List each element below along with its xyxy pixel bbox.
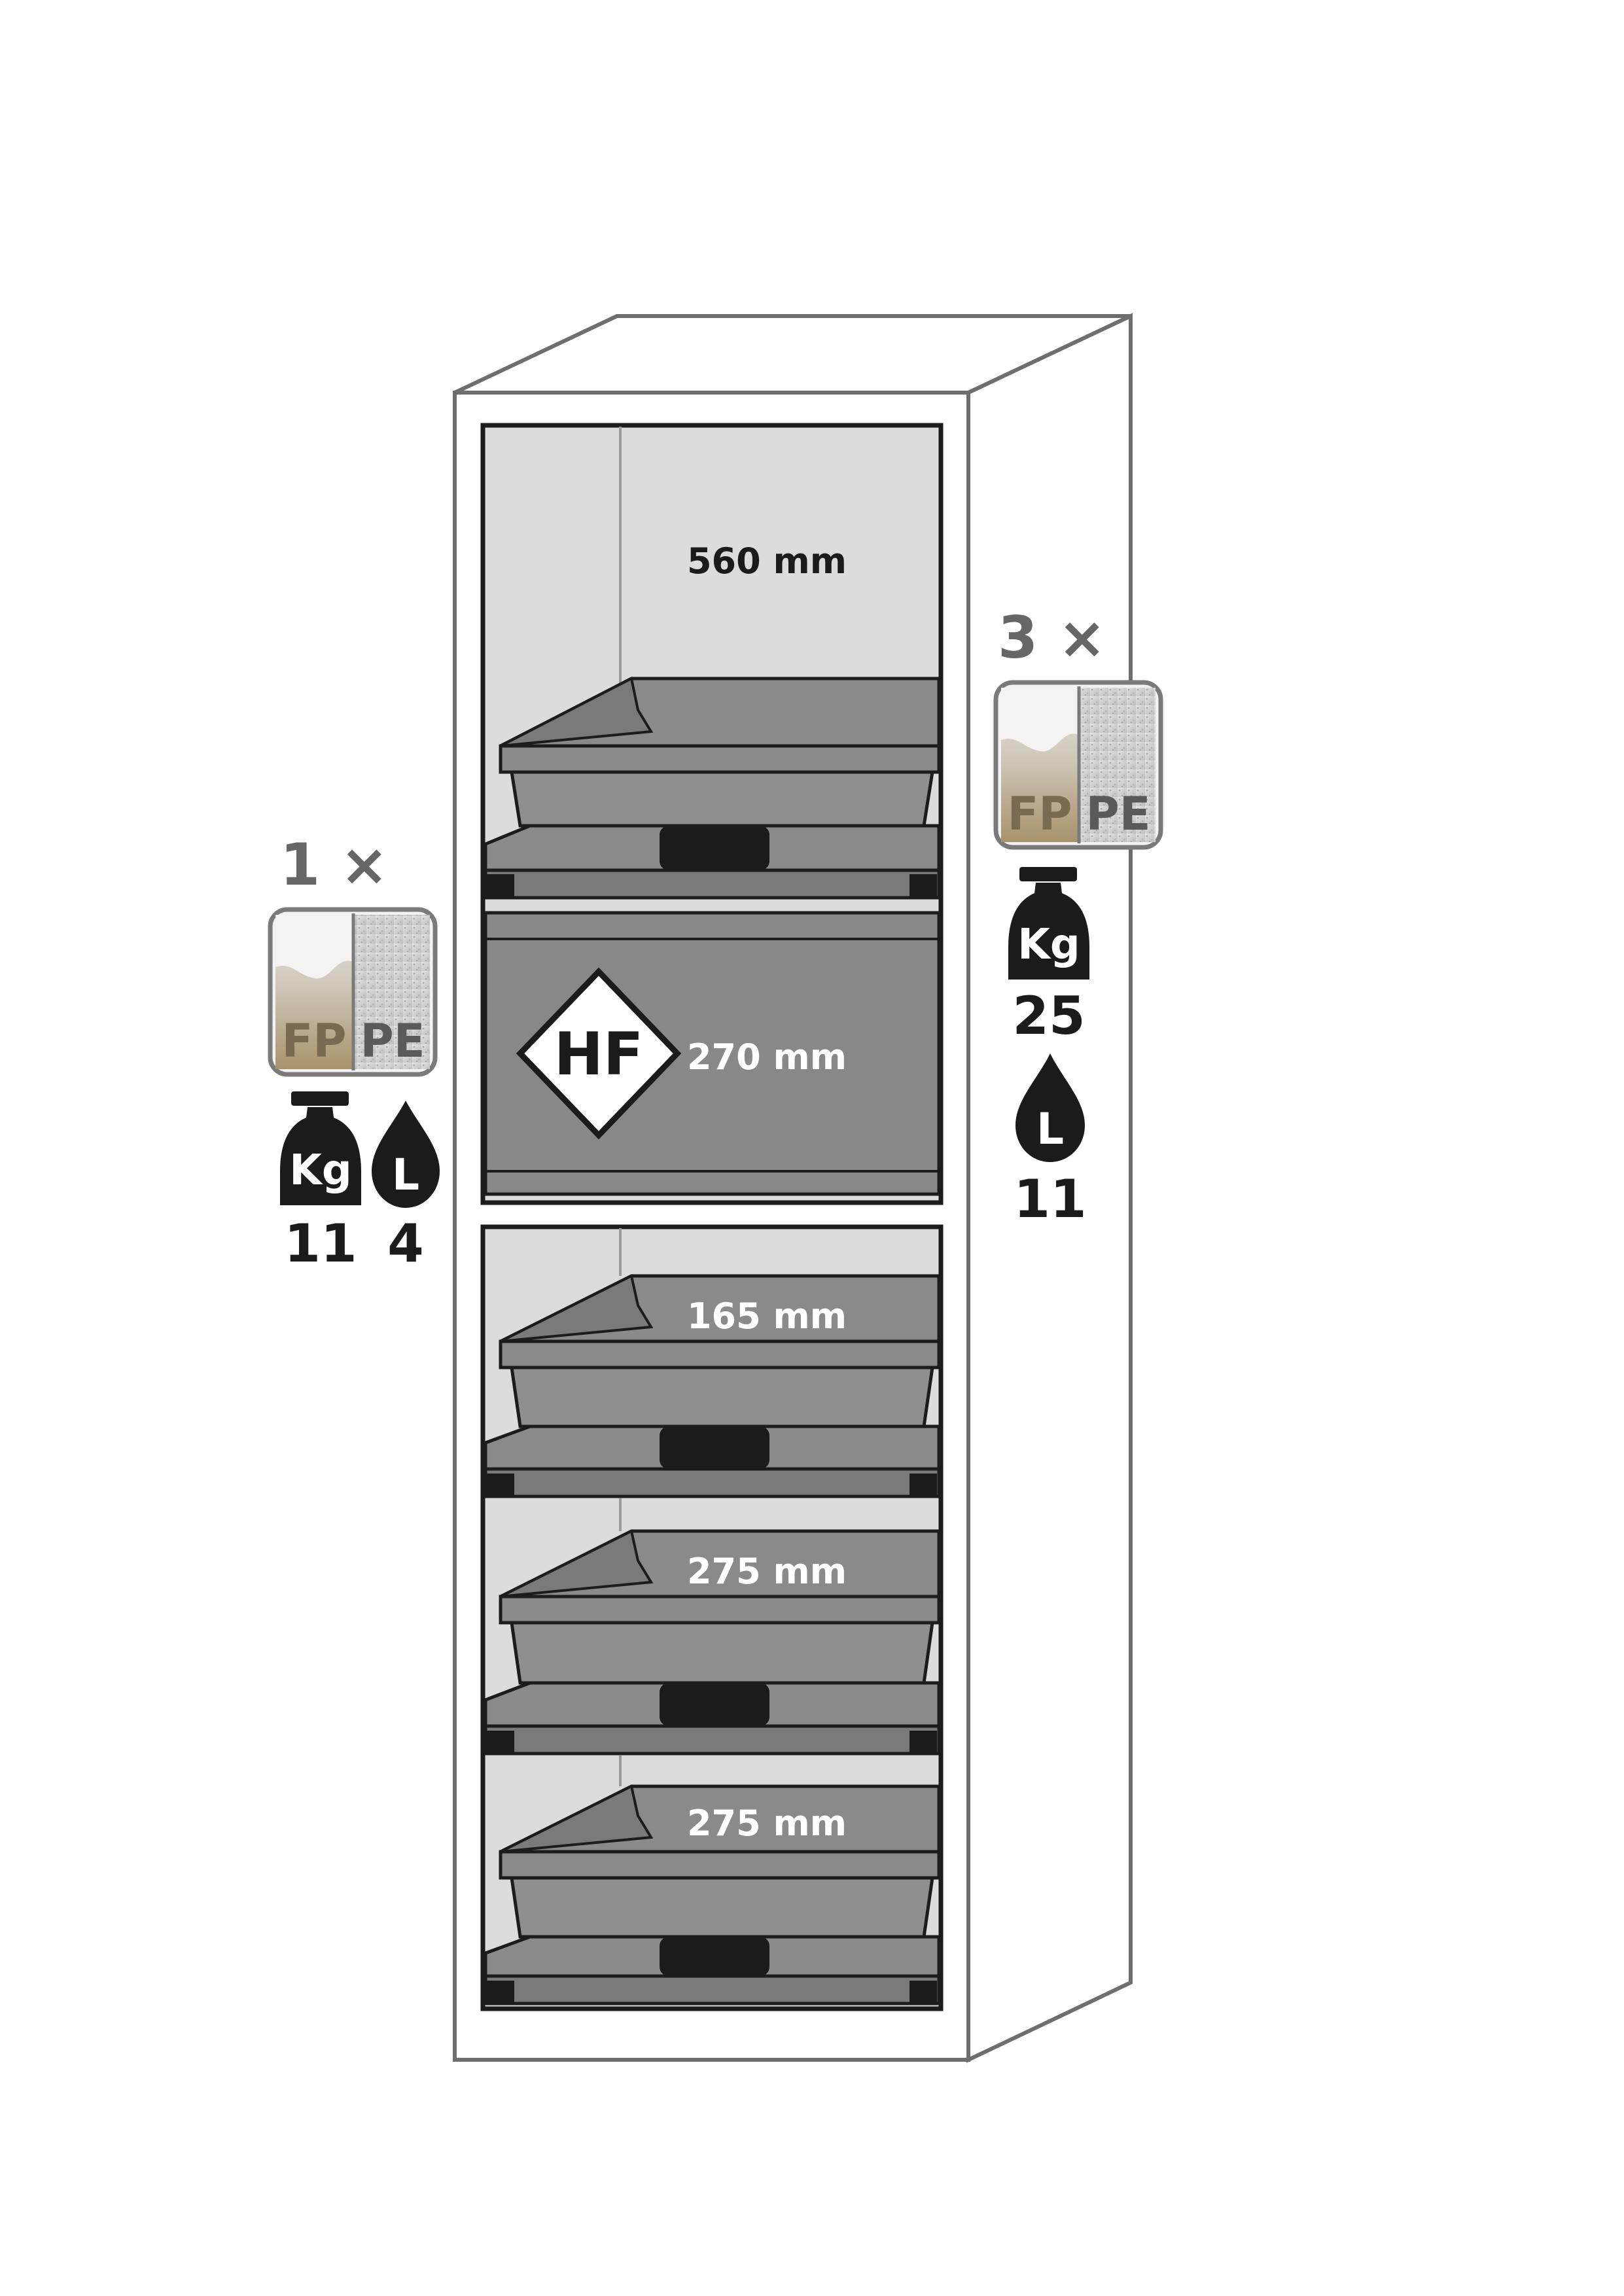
left-weight-value: 11 — [284, 1213, 357, 1274]
left-spec: 1 × FP PE Kg 11 L 4 — [268, 831, 440, 1274]
svg-text:FP: FP — [1007, 787, 1072, 841]
right-volume-value: 11 — [1014, 1169, 1086, 1229]
compartment-165: 165 mm — [484, 1228, 941, 1498]
svg-text:PE: PE — [360, 1014, 425, 1068]
height-label-275-b: 275 mm — [687, 1803, 847, 1844]
svg-text:HF: HF — [554, 1020, 644, 1089]
left-quantity: 1 × — [280, 831, 389, 898]
material-badge-icon: FP PE — [993, 680, 1163, 850]
compartment-560: 560 mm — [484, 427, 941, 900]
height-label-270: 270 mm — [687, 1036, 847, 1078]
svg-text:Kg: Kg — [289, 1146, 351, 1195]
svg-text:FP: FP — [281, 1014, 346, 1068]
compartment-hf-270: HF 270 mm — [484, 911, 941, 1196]
material-badge-icon: FP PE — [268, 907, 438, 1077]
drop-icon: L — [1015, 1053, 1085, 1162]
height-label-165: 165 mm — [687, 1296, 847, 1337]
svg-text:L: L — [1036, 1104, 1064, 1154]
height-label-275-a: 275 mm — [687, 1551, 847, 1592]
svg-text:L: L — [392, 1150, 419, 1200]
compartment-275-a: 275 mm — [484, 1498, 941, 1756]
height-label-560: 560 mm — [687, 540, 847, 582]
svg-text:Kg: Kg — [1017, 921, 1080, 969]
hf-hazard-diamond-icon: HF — [516, 967, 682, 1140]
right-spec: 3 × FP PE Kg 25 L 11 — [993, 604, 1163, 1229]
svg-text:PE: PE — [1086, 787, 1150, 841]
drop-icon: L — [372, 1101, 440, 1208]
right-weight-value: 25 — [1012, 985, 1085, 1046]
left-volume-value: 4 — [387, 1213, 424, 1274]
weight-icon: Kg — [280, 1091, 361, 1205]
right-quantity: 3 × — [998, 604, 1106, 671]
weight-icon: Kg — [1008, 867, 1089, 980]
compartment-275-b: 275 mm — [484, 1756, 941, 2005]
